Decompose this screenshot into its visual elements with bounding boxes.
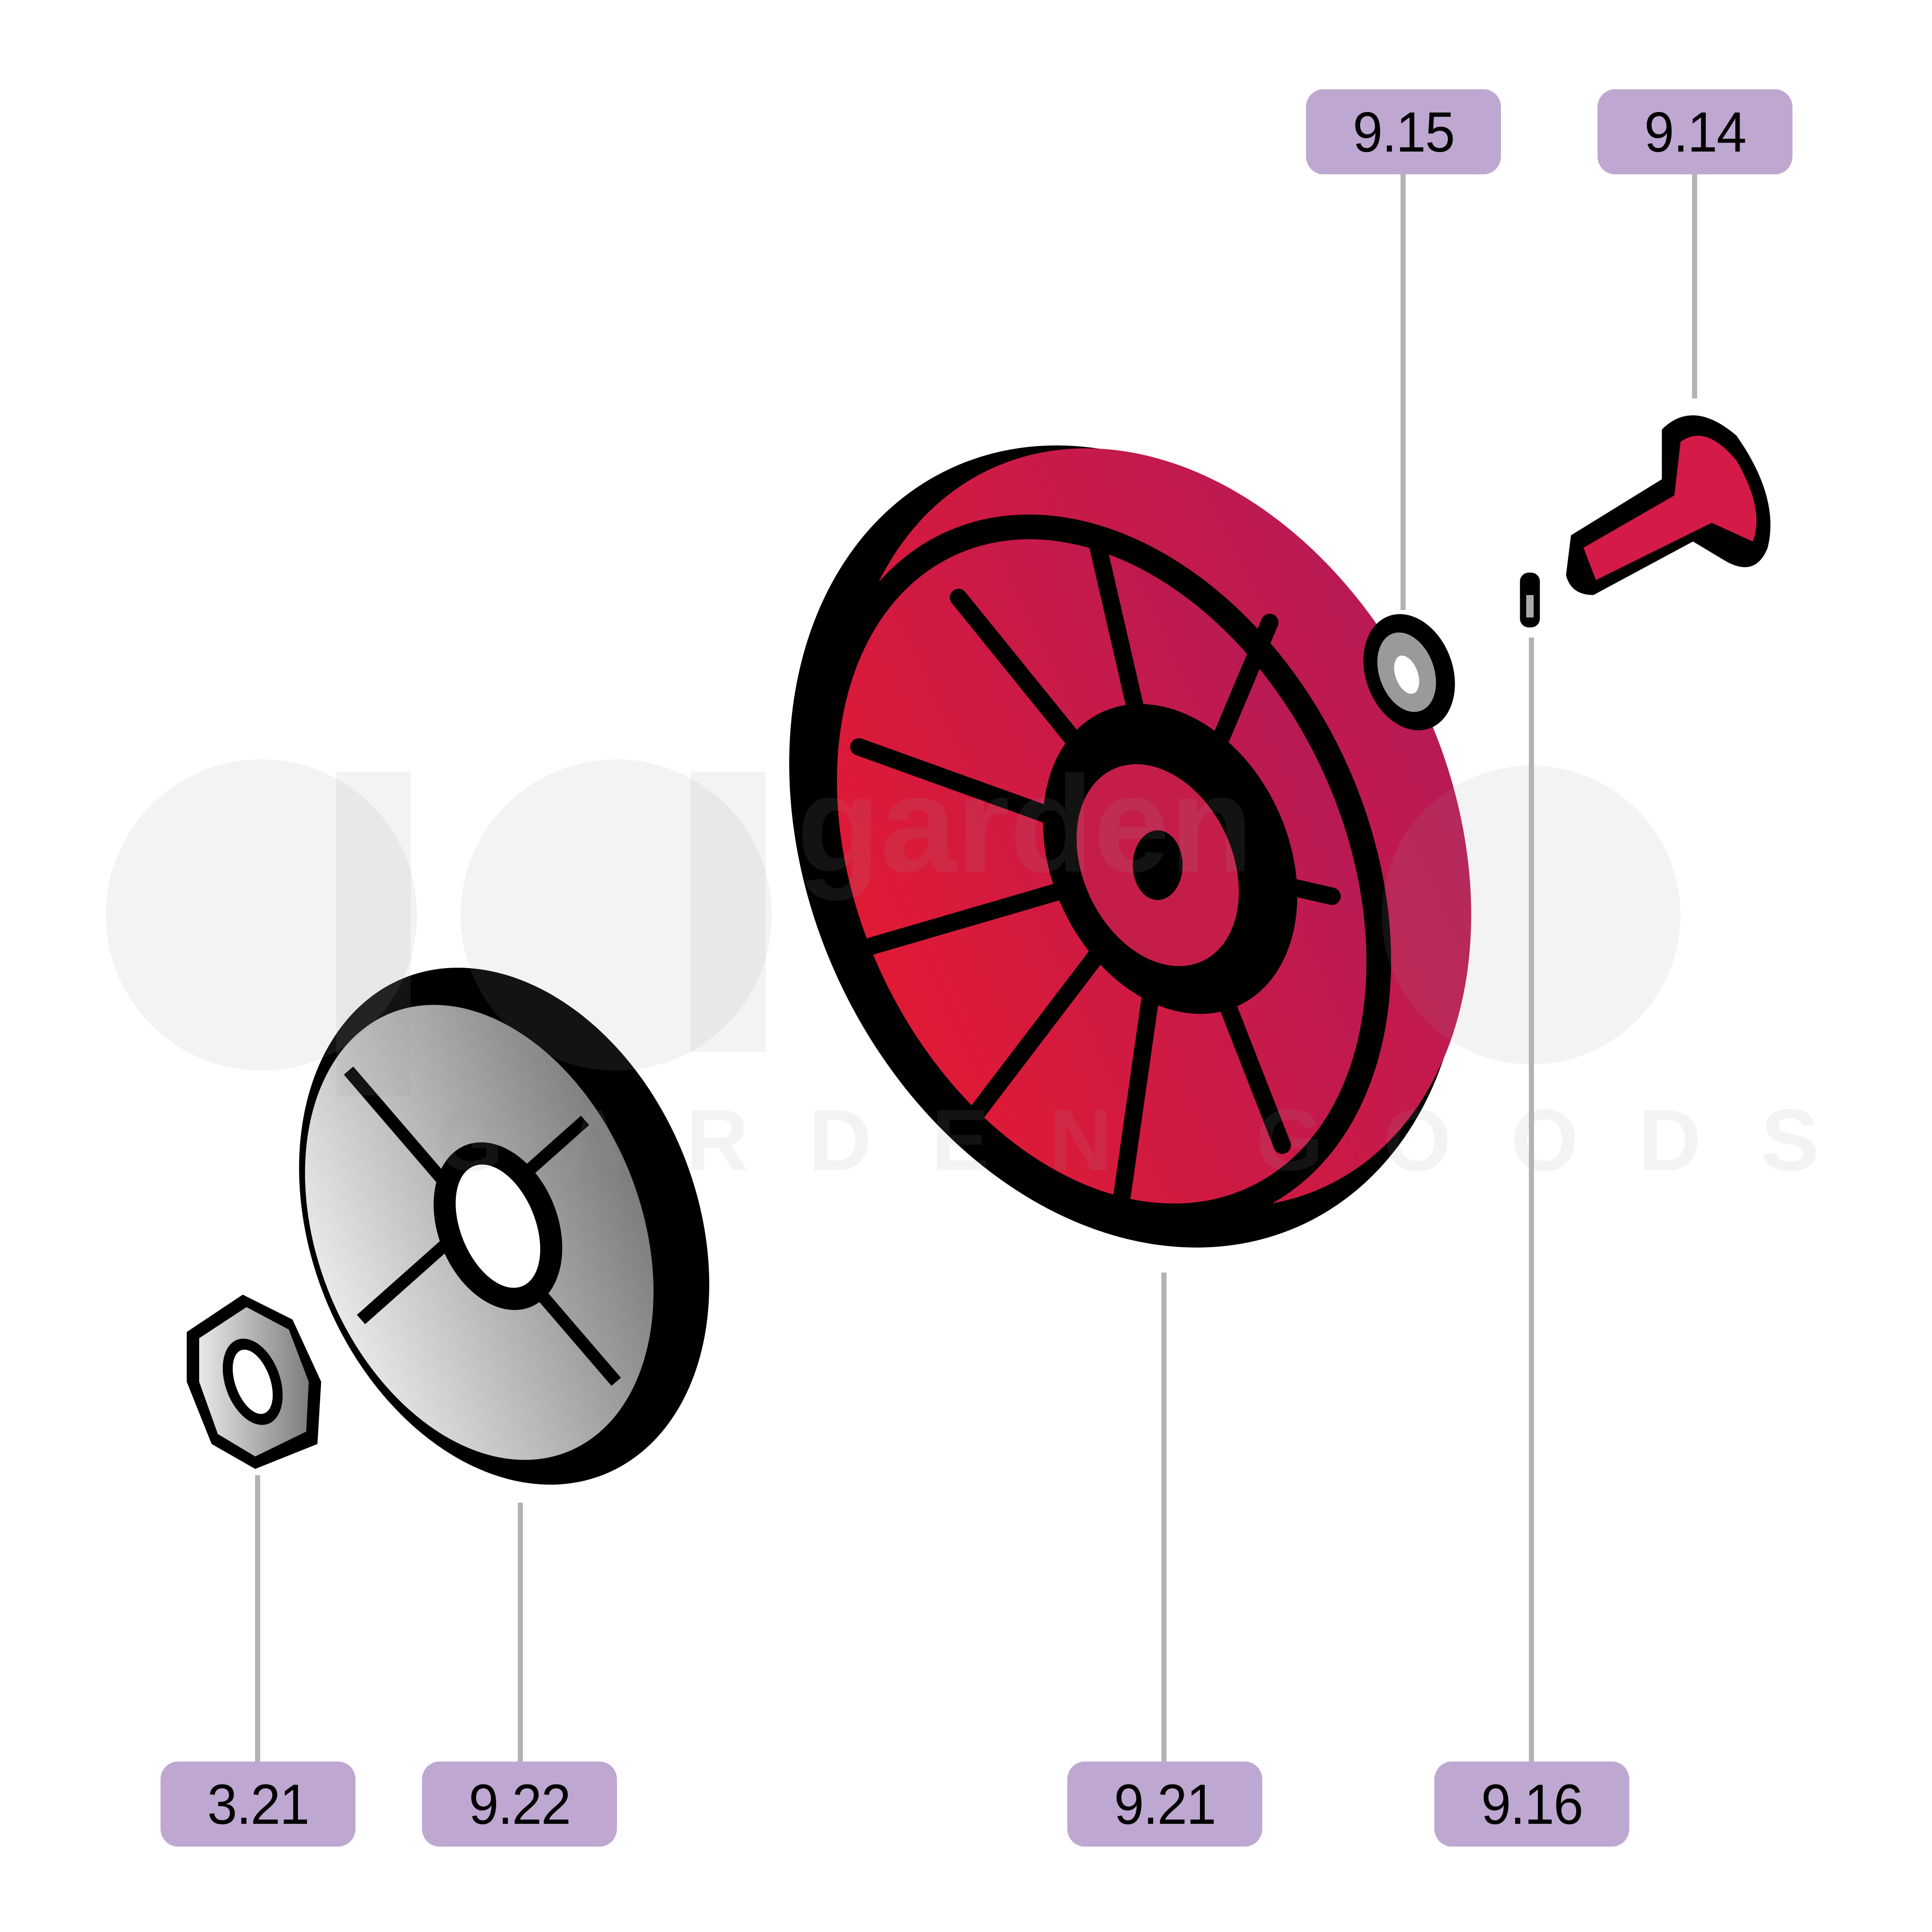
callout-3-21: 3.21 — [160, 1762, 356, 1847]
callout-9-21: 9.21 — [1067, 1762, 1263, 1847]
part-number: 9.22 — [468, 1772, 571, 1836]
wheel-9-21 — [789, 445, 1471, 1248]
pin-9-16 — [1520, 572, 1540, 628]
leader-line-9-22 — [518, 1503, 523, 1762]
callout-9-15: 9.15 — [1306, 89, 1501, 174]
hub-cap-9-22 — [299, 967, 709, 1485]
callout-9-22: 9.22 — [422, 1762, 617, 1847]
washer-9-15 — [1363, 614, 1455, 731]
callout-9-14: 9.14 — [1597, 89, 1793, 174]
part-number: 9.14 — [1644, 100, 1747, 164]
part-number: 9.15 — [1352, 100, 1455, 164]
watermark-logo-text: garden — [797, 747, 1253, 902]
leader-line-9-15 — [1400, 174, 1406, 610]
axle-bolt-9-14 — [1566, 415, 1771, 595]
part-number: 9.21 — [1114, 1772, 1216, 1836]
nut-3-21 — [186, 1294, 322, 1469]
part-number: 9.16 — [1481, 1772, 1583, 1836]
watermark-tagline: GARDEN GOODS — [436, 1092, 1879, 1189]
leader-line-9-16 — [1529, 638, 1534, 1762]
leader-line-9-21 — [1161, 1273, 1166, 1762]
callout-9-16: 9.16 — [1434, 1762, 1630, 1847]
leader-line-9-14 — [1692, 174, 1697, 398]
leader-line-3-21 — [255, 1475, 260, 1762]
watermark-logo: garden GARDEN GOODS — [106, 747, 1879, 1189]
part-number: 3.21 — [207, 1772, 310, 1836]
